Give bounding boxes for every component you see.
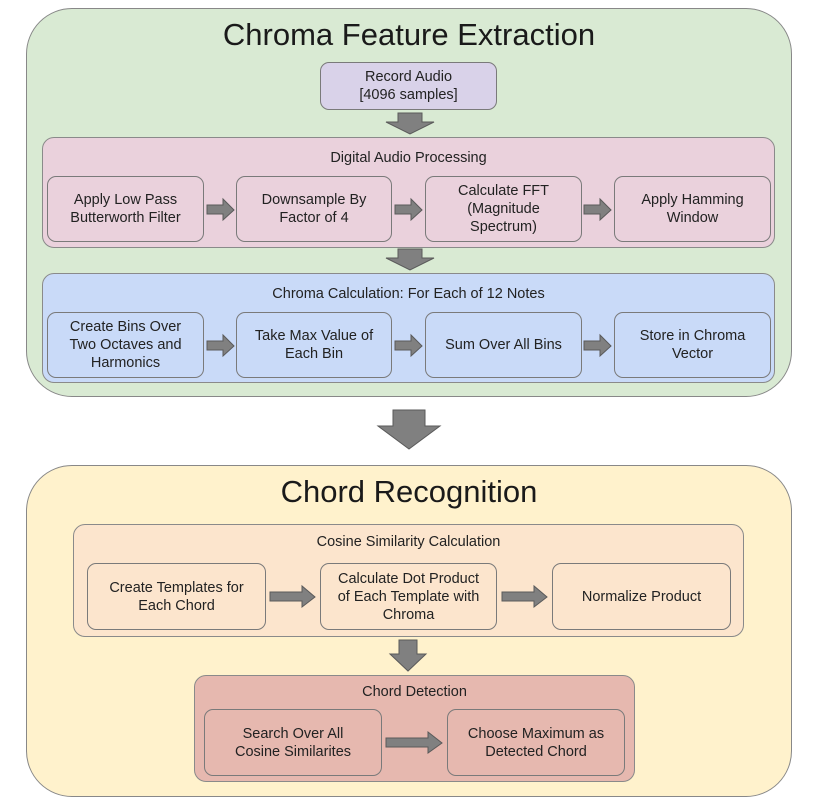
- arrow-down-icon: [388, 639, 428, 672]
- arrow-down-large-icon: [376, 409, 442, 450]
- low-pass-filter-box: Apply Low Pass Butterworth Filter: [47, 176, 204, 242]
- arrow-right-icon: [394, 197, 423, 222]
- create-templates-box: Create Templates for Each Chord: [87, 563, 266, 630]
- digital-audio-processing-title: Digital Audio Processing: [330, 150, 487, 166]
- dot-product-box: Calculate Dot Product of Each Template w…: [320, 563, 497, 630]
- create-bins-box: Create Bins Over Two Octaves and Harmoni…: [47, 312, 204, 378]
- hamming-window-box: Apply Hamming Window: [614, 176, 771, 242]
- arrow-right-icon: [583, 333, 612, 358]
- downsample-box: Downsample By Factor of 4: [236, 176, 392, 242]
- sum-over-bins-box: Sum Over All Bins: [425, 312, 582, 378]
- arrow-right-icon: [385, 730, 443, 754]
- arrow-right-icon: [206, 197, 235, 222]
- arrow-down-icon: [385, 112, 435, 135]
- arrow-right-icon: [206, 333, 235, 358]
- chord-detection-title: Chord Detection: [362, 684, 467, 700]
- arrow-right-icon: [501, 584, 548, 609]
- search-similarities-box: Search Over All Cosine Similarites: [204, 709, 382, 776]
- chord-recognition-title: Chord Recognition: [280, 474, 538, 509]
- arrow-down-icon: [385, 248, 435, 271]
- chroma-feature-extraction-title: Chroma Feature Extraction: [222, 17, 596, 52]
- arrow-right-icon: [394, 333, 423, 358]
- store-chroma-vector-box: Store in Chroma Vector: [614, 312, 771, 378]
- arrow-right-icon: [269, 584, 316, 609]
- record-audio-box: Record Audio [4096 samples]: [320, 62, 497, 110]
- max-value-box: Take Max Value of Each Bin: [236, 312, 392, 378]
- cosine-similarity-title: Cosine Similarity Calculation: [316, 534, 501, 550]
- chroma-calculation-title: Chroma Calculation: For Each of 12 Notes: [272, 286, 545, 302]
- arrow-right-icon: [583, 197, 612, 222]
- choose-maximum-box: Choose Maximum as Detected Chord: [447, 709, 625, 776]
- calculate-fft-box: Calculate FFT (Magnitude Spectrum): [425, 176, 582, 242]
- normalize-product-box: Normalize Product: [552, 563, 731, 630]
